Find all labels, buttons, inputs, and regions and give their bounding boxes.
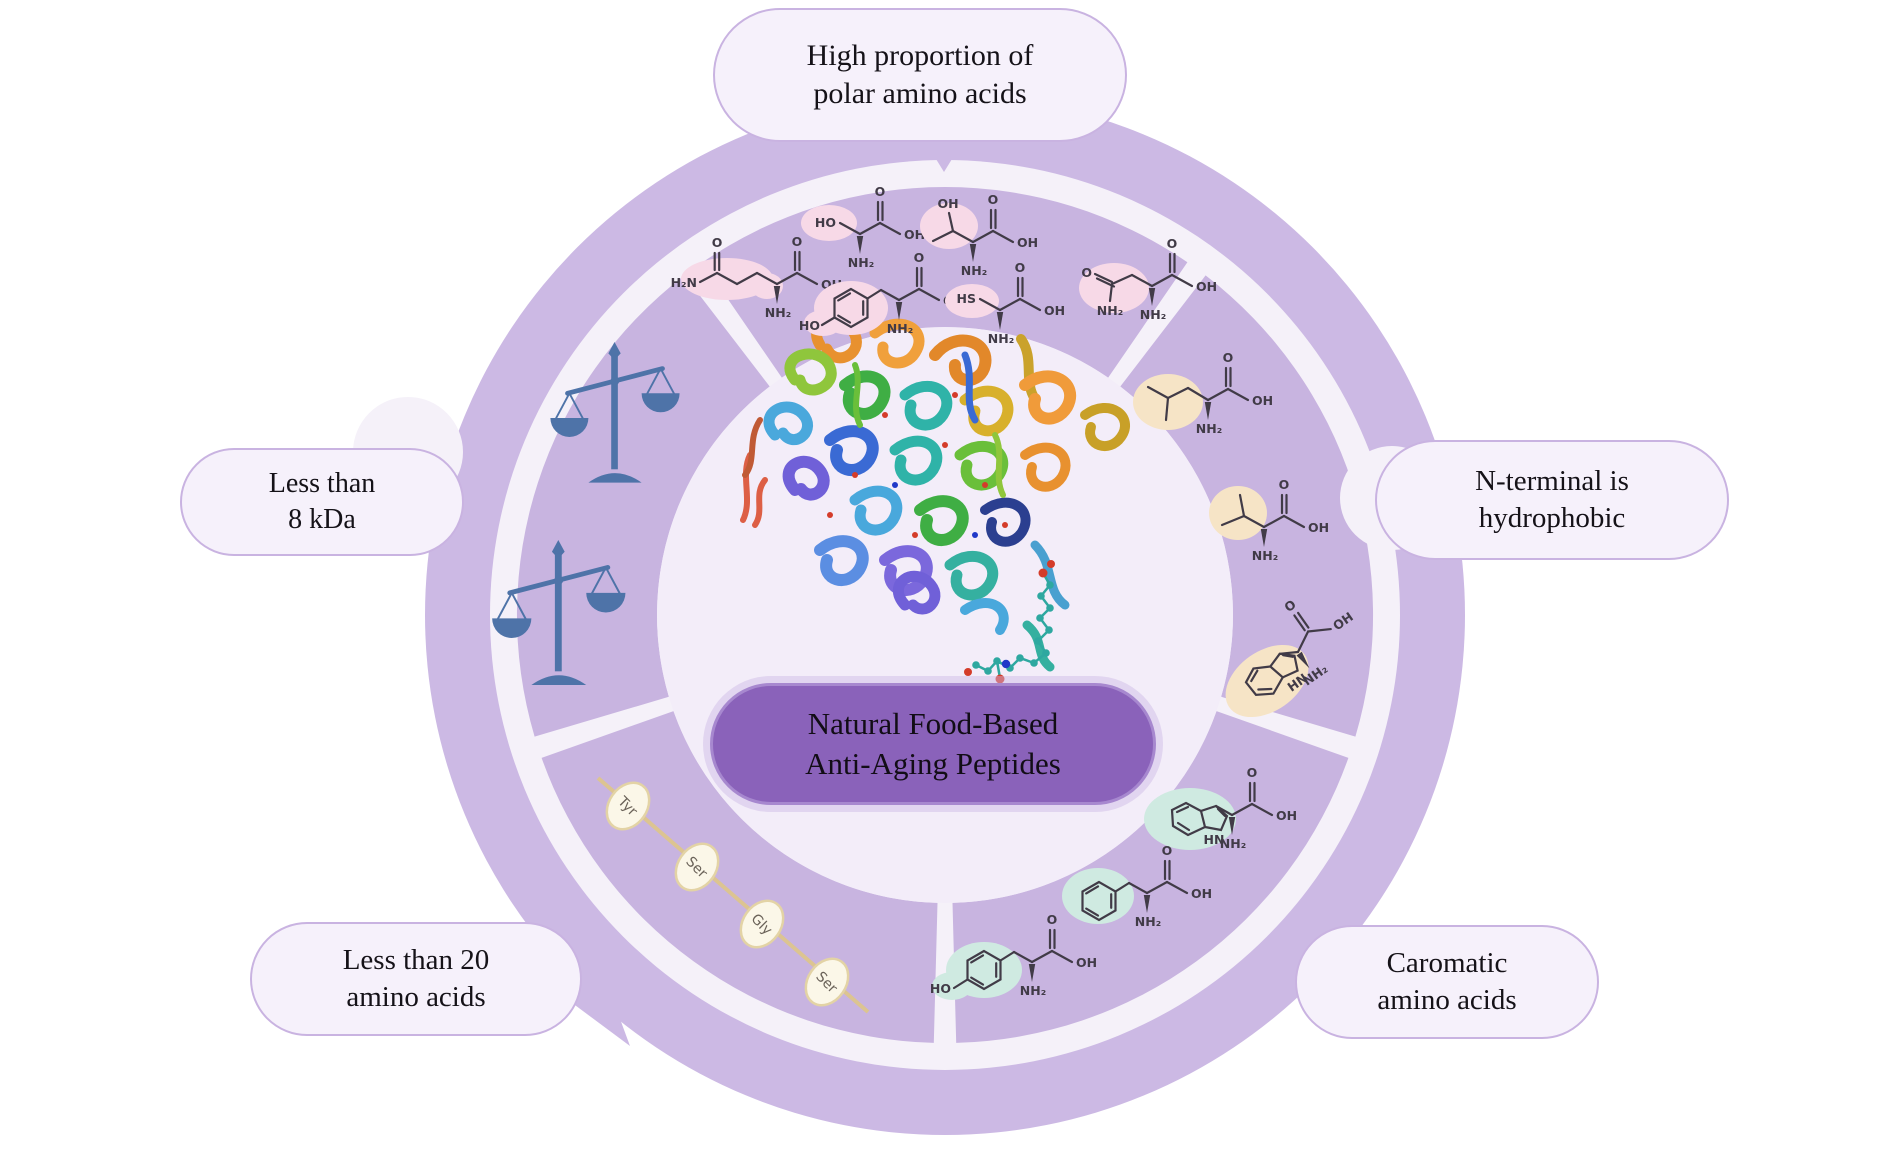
ball-and-stick-molecule [964, 560, 1055, 684]
molecule-tryptophan-aromatic [1144, 763, 1299, 853]
peptide-chain-illustration: Tyr Ser Gly Ser [596, 776, 870, 1014]
callout-text: High proportion of [806, 38, 1034, 72]
amide-label: H₂N [671, 275, 697, 290]
peptide-chain-bead: Ser [674, 842, 720, 892]
molecule-serine: HO [801, 182, 927, 272]
protein-ribbon-illustration [740, 315, 1130, 672]
figure-title-pill: Natural Food-Based Anti-Aging Peptides [710, 683, 1156, 805]
molecule-leucine [1133, 348, 1275, 438]
molecule-tyrosine-polar: HO [799, 248, 966, 338]
oxygen-label: O [1081, 265, 1092, 280]
molecule-tryptophan-hydrophobic [1225, 572, 1374, 718]
callout-less-than-8kda: Less than 8 kDa [180, 448, 464, 556]
molecule-phenylalanine [1062, 841, 1214, 931]
molecule-threonine: OH [920, 190, 1040, 280]
hydroxyl-label: HO [930, 981, 951, 996]
peptide-chain-bead: Gly [739, 899, 785, 949]
sector-molecular-weight [516, 275, 770, 737]
figure-title-line: Natural Food-Based [807, 705, 1059, 741]
hydroxyl-label: HO [799, 318, 820, 333]
callout-text: amino acids [346, 981, 486, 1013]
hydroxyl-label: HO [815, 215, 836, 230]
callout-text: Less than [268, 468, 376, 500]
figure-title-line: Anti-Aging Peptides [805, 746, 1061, 781]
hydroxyl-label: OH [937, 196, 958, 211]
oxygen-label: O [712, 235, 723, 250]
callout-text: 8 kDa [288, 504, 356, 535]
molecule-asparagine: O NH₂ [1079, 234, 1219, 324]
molecule-valine [1209, 475, 1331, 565]
molecule-tyrosine-aromatic: HO [930, 910, 1099, 1000]
callout-text: N-terminal is [1475, 464, 1629, 497]
callout-n-terminal-hydrophobic: N-terminal is hydrophobic [1375, 440, 1729, 560]
molecule-cysteine: HS [945, 258, 1067, 348]
amide-label: NH₂ [1097, 303, 1123, 318]
molecule-glutamine: O H₂N [671, 232, 844, 322]
callout-text: Less than 20 [342, 943, 490, 976]
callout-aromatic-amino-acids: Caromatic amino acids [1295, 925, 1599, 1039]
callout-text: Caromatic [1386, 946, 1508, 979]
callout-less-than-20-amino-acids: Less than 20 amino acids [250, 922, 582, 1036]
thiol-label: HS [957, 291, 976, 306]
callout-text: polar amino acids [813, 77, 1027, 110]
callout-text: hydrophobic [1478, 502, 1626, 534]
peptide-chain-bead: Ser [804, 957, 850, 1007]
callout-polar-amino-acids: High proportion of polar amino acids [713, 8, 1127, 142]
callout-text: amino acids [1377, 984, 1517, 1016]
peptide-chain-bead: Tyr [605, 781, 651, 831]
